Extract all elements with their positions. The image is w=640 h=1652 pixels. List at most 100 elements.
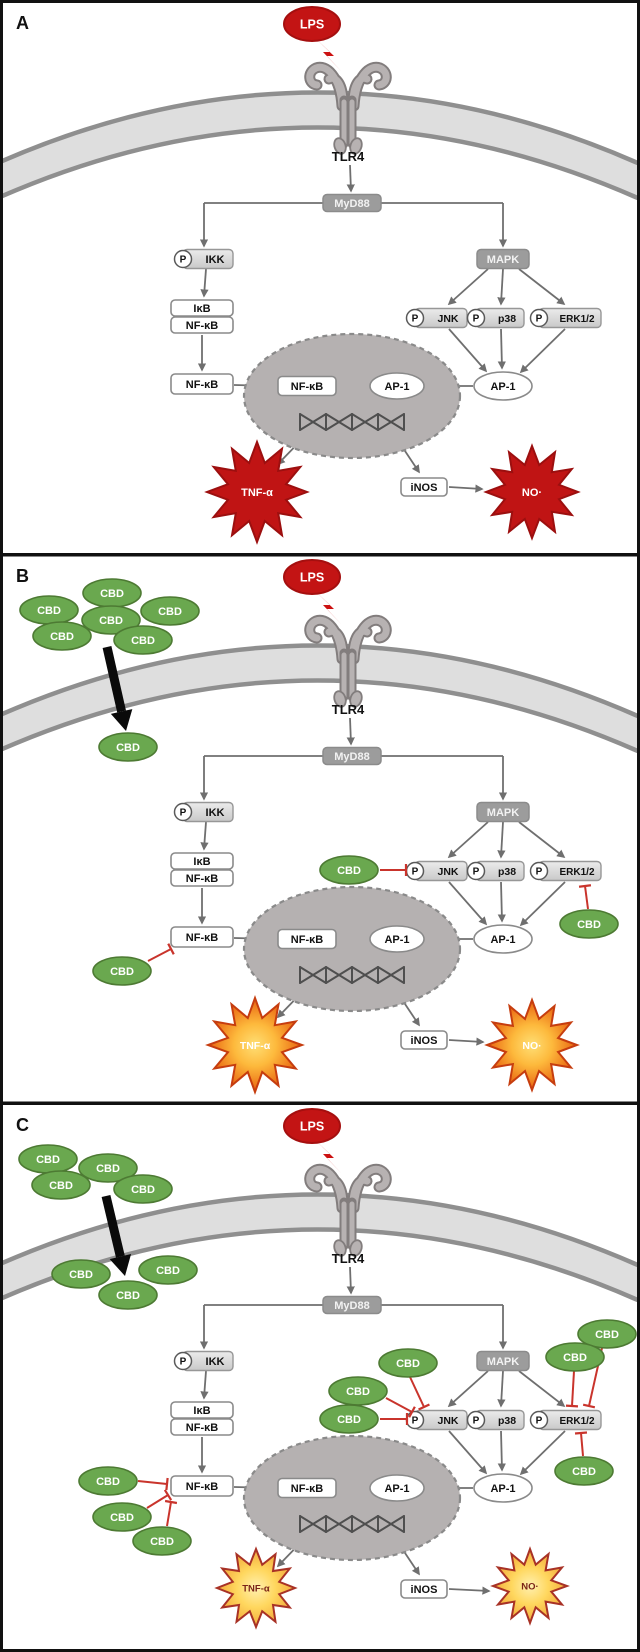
cbd-oval: CBD (140, 596, 200, 626)
membrane-outer-edge (0, 90, 640, 167)
cbd-oval: CBD (82, 578, 142, 608)
mapk-box-shape (476, 248, 530, 270)
cbd-label: CBD (96, 1476, 120, 1488)
nfkb-box-label: NF-κB (186, 1422, 218, 1434)
signal-arrow (497, 1370, 506, 1408)
cbd-oval: CBD (554, 1456, 614, 1486)
myd88-box: MyD88 (322, 1295, 382, 1315)
nfkb-nuclear-box: NF-κB (277, 928, 337, 950)
nfkb-nuclear-box: NF-κB (277, 1477, 337, 1499)
cbd-oval: CBD (132, 1526, 192, 1556)
signal-arrow (200, 1370, 209, 1400)
nfkb-cytoplasm-box-shape (170, 373, 234, 395)
cbd-label: CBD (100, 588, 124, 600)
cbd-label: CBD (69, 1269, 93, 1281)
nfkb-nuclear-box: NF-κB (277, 375, 337, 397)
cbd-label: CBD (49, 1180, 73, 1192)
tnfa-starburst: TNF-α (204, 439, 310, 545)
inos-box: iNOS (400, 477, 448, 497)
cbd-oval: CBD (545, 1342, 605, 1372)
inhibition-bar (418, 1403, 430, 1411)
ikk-box: P IKK (173, 248, 234, 270)
mapk-box-label: MAPK (487, 254, 519, 266)
membrane-outer-edge (0, 1192, 640, 1269)
nfkb-nuclear-box-label: NF-κB (291, 1483, 323, 1495)
cbd-oval: CBD (113, 625, 173, 655)
cbd-oval-shape (319, 1404, 379, 1434)
cbd-label: CBD (572, 1466, 596, 1478)
phospho-circle (529, 861, 549, 881)
no-starburst-shape (490, 1546, 570, 1626)
erk-box-label: ERK1/2 (559, 867, 594, 878)
inos-box: iNOS (400, 1579, 448, 1599)
phospho-label: P (536, 314, 543, 325)
ikb-box-shape (170, 299, 234, 317)
no-starburst-shape (484, 997, 580, 1093)
erk-box-label: ERK1/2 (559, 1416, 594, 1427)
ikb-box: IκB (170, 299, 234, 317)
inhibition-line (137, 1480, 168, 1485)
signal-arrow (519, 1430, 566, 1476)
nucleus (242, 1434, 462, 1562)
cbd-oval-shape (78, 1466, 138, 1496)
cbd-oval-shape (545, 1342, 605, 1372)
mapk-box-label: MAPK (487, 807, 519, 819)
mapk-box: MAPK (476, 248, 530, 270)
cbd-oval: CBD (18, 1144, 78, 1174)
phospho-circle (529, 1410, 549, 1430)
phospho-label: P (473, 867, 480, 878)
nfkb-cytoplasm-box: NF-κB (170, 926, 234, 948)
cbd-oval: CBD (98, 732, 158, 762)
signal-arrow (497, 328, 506, 370)
signal-arrow (346, 717, 355, 746)
ap1-oval-label: AP-1 (490, 381, 515, 393)
signal-arrow (448, 484, 484, 493)
ikb-box: IκB (170, 1401, 234, 1419)
signal-arrow (200, 268, 209, 298)
p38-box-label: p38 (498, 313, 516, 325)
nfkb-nuclear-box-label: NF-κB (291, 381, 323, 393)
mapk-box: MAPK (476, 801, 530, 823)
phospho-label: P (536, 867, 543, 878)
panel-label: C (16, 1115, 29, 1135)
cbd-label: CBD (131, 635, 155, 647)
signal-arrow (448, 1430, 488, 1475)
tnfa-starburst-label: TNF-α (240, 1040, 271, 1052)
ap1-oval: AP-1 (473, 371, 533, 401)
cbd-oval: CBD (92, 956, 152, 986)
cbd-label: CBD (158, 606, 182, 618)
lps-lightning-icon (314, 590, 342, 625)
phospho-label: P (180, 255, 187, 266)
lps-lightning-icon (314, 1139, 342, 1174)
tnfa-starburst-shape (204, 439, 310, 545)
inos-box-shape (400, 1030, 448, 1050)
cbd-oval-shape (78, 1153, 138, 1183)
tlr4-label: TLR4 (332, 149, 365, 164)
cbd-label: CBD (37, 605, 61, 617)
membrane-inner-edge (0, 125, 640, 202)
no-starburst: NO· (483, 443, 581, 541)
nfkb-box-shape (170, 869, 234, 887)
signal-arrow (346, 164, 355, 193)
cbd-oval: CBD (19, 595, 79, 625)
phospho-label: P (412, 314, 419, 325)
signal-arrow (448, 1586, 491, 1595)
signal-arrow (447, 268, 489, 306)
cbd-oval-shape (81, 605, 141, 635)
cbd-label: CBD (150, 1536, 174, 1548)
panel-label: A (16, 13, 29, 33)
panel-divider (0, 553, 640, 557)
nfkb-nuclear-box-shape (277, 1477, 337, 1499)
nfkb-box: NF-κB (170, 1418, 234, 1436)
ap1-nuclear-oval: AP-1 (369, 372, 425, 400)
ikk-box-label: IKK (206, 254, 225, 266)
nfkb-box: NF-κB (170, 316, 234, 334)
inhibition-bar (167, 943, 175, 955)
cbd-oval-shape (140, 596, 200, 626)
